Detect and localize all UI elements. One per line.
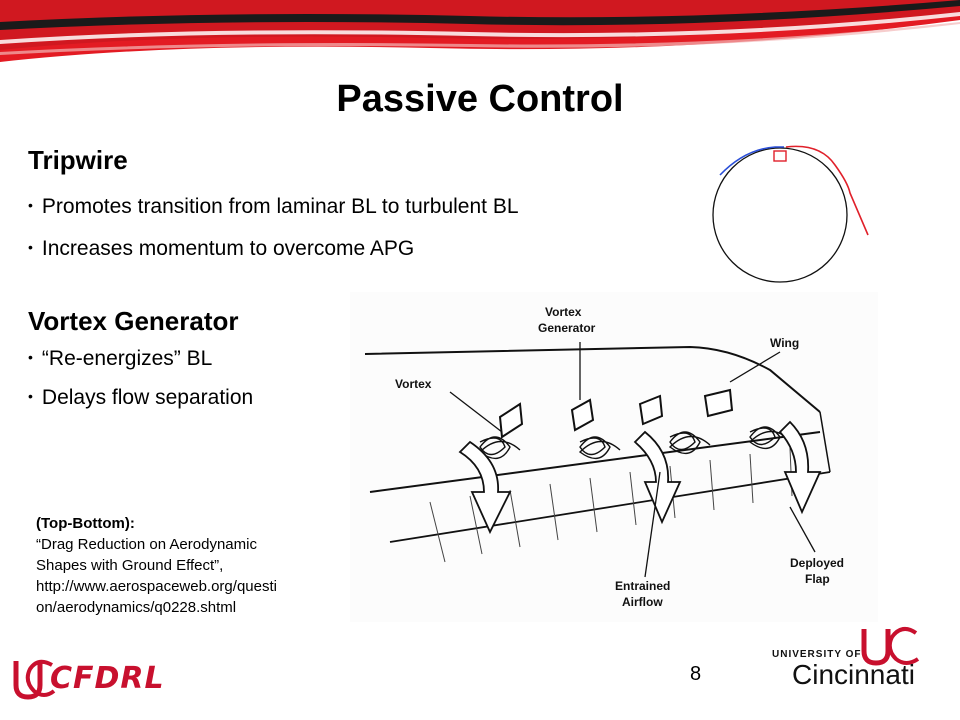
label-wing: Wing (770, 336, 799, 350)
tripwire-marker (773, 150, 787, 162)
vortex-generator-wing-diagram: Vortex Generator Wing Vortex Entrained A… (350, 292, 878, 622)
bullet-text: Promotes transition from laminar BL to t… (41, 195, 519, 218)
bullet-dot: • (28, 388, 33, 404)
bullet-dot: • (28, 349, 33, 365)
label-vortex-generator-1: Vortex (545, 305, 582, 319)
caption-line: “Drag Reduction on Aerodynamic (36, 536, 257, 553)
bullet-dot: • (28, 239, 33, 255)
caption-line: on/aerodynamics/q0228.shtml (36, 599, 237, 616)
label-deployed-flap-2: Flap (805, 572, 830, 586)
cfdrl-text: CFDRL (50, 661, 165, 696)
label-entrained-airflow-2: Airflow (622, 595, 663, 609)
tripwire-bullet-2: • Increases momentum to overcome APG (28, 237, 414, 261)
uc-mark-icon (13, 659, 56, 700)
tripwire-heading: Tripwire (28, 145, 128, 175)
wing-trailing-edge (369, 431, 821, 493)
university-of-cincinnati-logo: UNIVERSITY OF Cincinnati (772, 625, 952, 715)
bullet-text: “Re-energizes” BL (41, 347, 213, 370)
bullet-text: Increases momentum to overcome APG (41, 237, 415, 260)
laminar-boundary-layer-curve (719, 146, 784, 176)
wing-leading-edge (364, 345, 821, 413)
vortex-bullet-1: • “Re-energizes” BL (28, 347, 212, 371)
label-entrained-airflow-1: Entrained (615, 579, 670, 593)
page-number: 8 (690, 663, 702, 685)
tripwire-cylinder-diagram (712, 145, 869, 283)
caption-line: http://www.aerospaceweb.org/questi (36, 578, 277, 595)
tripwire-bullet-1: • Promotes transition from laminar BL to … (28, 195, 519, 219)
flap-edge (389, 471, 831, 543)
citation-caption: (Top-Bottom): “Drag Reduction on Aerodyn… (36, 513, 346, 618)
uc-monogram-icon (861, 626, 920, 666)
page-title: Passive Control (336, 78, 624, 120)
label-deployed-flap-1: Deployed (790, 556, 844, 570)
label-vortex: Vortex (395, 377, 432, 391)
bullet-text: Delays flow separation (41, 386, 254, 409)
vortex-bullet-2: • Delays flow separation (28, 386, 253, 410)
caption-heading: (Top-Bottom): (36, 515, 135, 532)
university-of-text: UNIVERSITY OF (772, 649, 862, 660)
bullet-dot: • (28, 197, 33, 213)
cfdrl-logo: CFDRL (10, 655, 164, 705)
header-banner (0, 0, 960, 62)
turbulent-boundary-layer-curve (785, 145, 869, 236)
label-vortex-generator-2: Generator (538, 321, 596, 335)
cincinnati-text: Cincinnati (792, 659, 915, 690)
vortex-generator-heading: Vortex Generator (28, 306, 239, 336)
caption-line: Shapes with Ground Effect”, (36, 557, 224, 574)
cylinder-circle (712, 147, 848, 283)
